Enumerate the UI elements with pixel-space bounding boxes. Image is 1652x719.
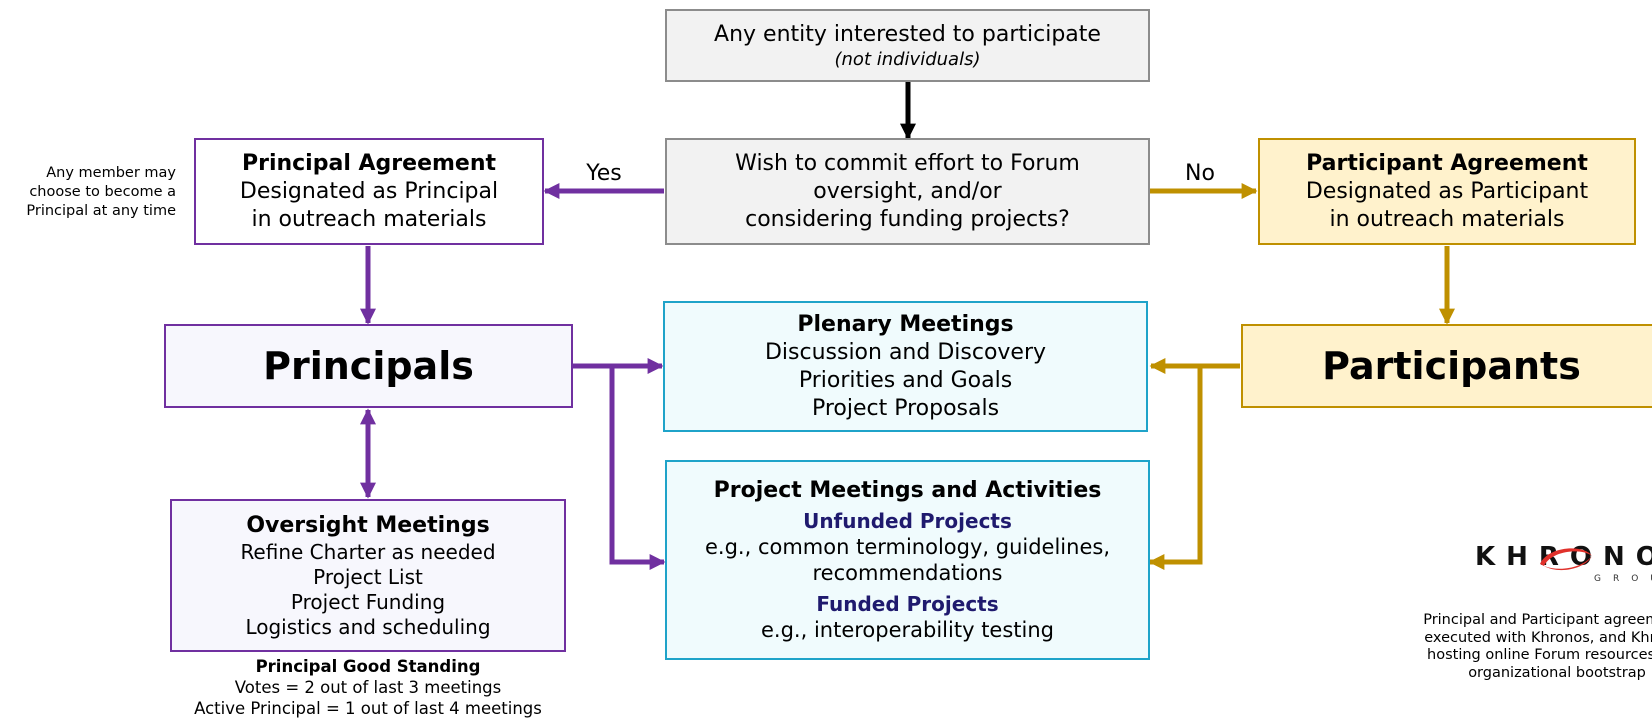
arrow-principals-to-project xyxy=(609,366,666,571)
participants-box: Participants xyxy=(1241,324,1652,408)
project-meetings-box: Project Meetings and Activities Unfunded… xyxy=(665,460,1150,660)
khronos-note: Principal and Participant agreements exe… xyxy=(1392,612,1652,688)
khronos-logo: KHRONOS GROUP xyxy=(1472,538,1652,590)
funded-line-1: e.g., interoperability testing xyxy=(761,618,1054,642)
participant-agreement-line-1: Designated as Participant xyxy=(1305,178,1589,204)
khronos-note-line-1: Principal and Participant agreements xyxy=(1423,612,1652,628)
decision-line-1: Wish to commit effort to Forum xyxy=(735,150,1080,176)
participants-label: Participants xyxy=(1322,344,1581,388)
principals-label: Principals xyxy=(263,344,474,388)
khronos-logo-sub: GROUP xyxy=(1594,574,1652,584)
side-note-line-1: Any member may xyxy=(46,165,176,181)
decision-line-2: oversight, and/or xyxy=(813,178,1002,204)
plenary-meetings-box: Plenary Meetings Discussion and Discover… xyxy=(663,301,1148,432)
good-standing-title: Principal Good Standing xyxy=(255,657,481,676)
participant-agreement-box: Participant Agreement Designated as Part… xyxy=(1258,138,1636,245)
principal-agreement-box: Principal Agreement Designated as Princi… xyxy=(194,138,544,245)
entry-box: Any entity interested to participate (no… xyxy=(665,9,1150,82)
side-note-line-3: Principal at any time xyxy=(26,203,176,219)
entry-note: (not individuals) xyxy=(834,48,981,70)
participant-agreement-line-2: in outreach materials xyxy=(1329,206,1565,232)
plenary-title: Plenary Meetings xyxy=(797,311,1014,337)
khronos-swoosh-icon xyxy=(1540,548,1592,571)
funded-projects-title: Funded Projects xyxy=(816,592,999,616)
principal-agreement-line-1: Designated as Principal xyxy=(239,178,499,204)
decision-box: Wish to commit effort to Forum oversight… xyxy=(665,138,1150,245)
no-label: No xyxy=(1185,161,1215,186)
oversight-meetings-box: Oversight Meetings Refine Charter as nee… xyxy=(170,499,566,652)
entry-label: Any entity interested to participate xyxy=(714,21,1101,47)
unfunded-line-1: e.g., common terminology, guidelines, xyxy=(705,535,1110,559)
khronos-logo-text: KHRONOS xyxy=(1475,542,1652,572)
khronos-note-line-4: organizational bootstrap xyxy=(1468,664,1646,681)
khronos-note-line-3: hosting online Forum resources and xyxy=(1427,647,1652,663)
participant-agreement-title: Participant Agreement xyxy=(1306,150,1588,176)
unfunded-projects-title: Unfunded Projects xyxy=(803,509,1012,533)
plenary-line-2: Priorities and Goals xyxy=(798,367,1013,393)
oversight-title: Oversight Meetings xyxy=(246,512,490,538)
oversight-line-4: Logistics and scheduling xyxy=(245,614,491,639)
plenary-line-1: Discussion and Discovery xyxy=(764,339,1047,365)
project-meetings-title: Project Meetings and Activities xyxy=(713,478,1102,503)
principals-box: Principals xyxy=(164,324,573,408)
good-standing-line-2: Active Principal = 1 out of last 4 meeti… xyxy=(194,699,542,718)
khronos-note-line-2: executed with Khronos, and Khronos xyxy=(1424,629,1652,646)
decision-line-3: considering funding projects? xyxy=(745,206,1070,232)
side-note: Any member may choose to become a Princi… xyxy=(2,164,176,221)
plenary-line-3: Project Proposals xyxy=(811,395,1000,421)
good-standing-note: Principal Good Standing Votes = 2 out of… xyxy=(168,656,568,719)
yes-label: Yes xyxy=(586,161,622,186)
good-standing-line-1: Votes = 2 out of last 3 meetings xyxy=(234,678,502,697)
side-note-line-2: choose to become a xyxy=(29,184,176,200)
arrow-participants-to-project xyxy=(1148,366,1203,571)
principal-agreement-title: Principal Agreement xyxy=(241,150,497,176)
principal-agreement-line-2: in outreach materials xyxy=(251,206,487,232)
unfunded-line-2: recommendations xyxy=(812,561,1003,585)
oversight-line-1: Refine Charter as needed xyxy=(240,539,496,564)
oversight-line-3: Project Funding xyxy=(290,589,446,614)
oversight-line-2: Project List xyxy=(313,564,423,589)
